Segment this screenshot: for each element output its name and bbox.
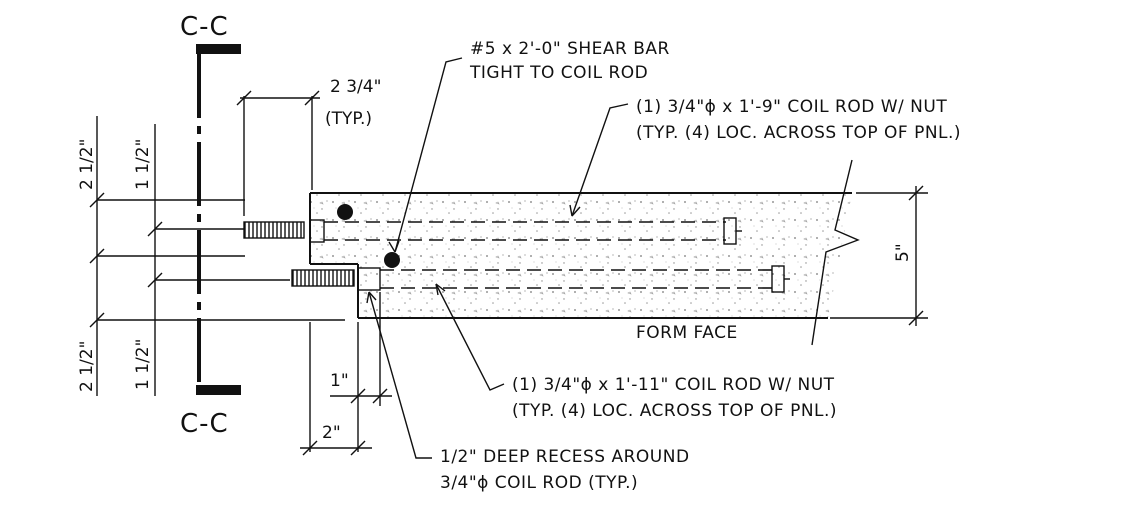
right-dimension: 5"	[830, 185, 928, 326]
break-line	[811, 159, 860, 346]
bottom-dimensions: 1" 2"	[300, 292, 392, 456]
callout-recess-2: 3/4"ϕ COIL ROD (TYP.)	[440, 473, 638, 493]
cut-arrow-top	[196, 44, 241, 54]
shear-bar-upper	[337, 204, 353, 220]
callout-coil-rod-upper-1: (1) 3/4"ϕ x 1'-9" COIL ROD W/ NUT	[636, 97, 947, 117]
section-cut-line: C-C C-C	[180, 12, 241, 439]
recess-lower	[357, 267, 381, 291]
callout-shear-bar-1: #5 x 2'-0" SHEAR BAR	[470, 39, 670, 59]
cut-arrow-bottom	[196, 385, 241, 395]
dim-left-outer-bottom: 2 1/2"	[77, 341, 97, 392]
concrete-panel	[309, 159, 860, 346]
recess-upper	[309, 219, 325, 243]
callout-recess-1: 1/2" DEEP RECESS AROUND	[440, 447, 690, 467]
section-label-top: C-C	[180, 12, 229, 42]
dim-left-outer-top: 2 1/2"	[77, 139, 97, 190]
callout-form-face: FORM FACE	[636, 323, 738, 343]
leaders	[366, 57, 629, 459]
dim-top-offset: 2 3/4"	[330, 77, 381, 97]
dim-left-inner-top: 1 1/2"	[133, 139, 153, 190]
left-dimensions: 2 1/2" 2 1/2" 1 1/2" 1 1/2"	[77, 116, 345, 396]
coil-rod-lower	[291, 265, 790, 293]
callout-coil-rod-lower-1: (1) 3/4"ϕ x 1'-11" COIL ROD W/ NUT	[512, 375, 835, 395]
callout-shear-bar-2: TIGHT TO COIL ROD	[469, 63, 648, 83]
section-label-bottom: C-C	[180, 409, 229, 439]
dim-recess-depth: 1"	[330, 371, 349, 391]
dim-panel-thickness: 5"	[893, 243, 913, 262]
callout-coil-rod-upper-2: (TYP. (4) LOC. ACROSS TOP OF PNL.)	[636, 123, 961, 143]
shear-bar-lower	[384, 252, 400, 268]
dim-left-inner-bottom: 1 1/2"	[133, 339, 153, 390]
callout-coil-rod-lower-2: (TYP. (4) LOC. ACROSS TOP OF PNL.)	[512, 401, 837, 421]
top-dimension: 2 3/4" (TYP.)	[236, 77, 381, 216]
dim-top-offset-typ: (TYP.)	[325, 109, 372, 129]
coil-rod-upper	[243, 217, 742, 245]
dim-recess-width: 2"	[322, 423, 341, 443]
